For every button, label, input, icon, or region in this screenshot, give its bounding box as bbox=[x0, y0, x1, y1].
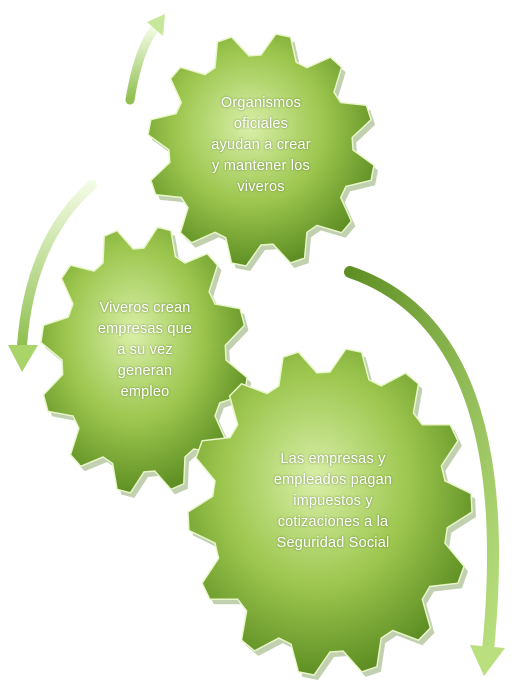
cycle-arrow-left bbox=[8, 180, 97, 372]
gear-top-line-5: viveros bbox=[237, 179, 285, 195]
gear-middle bbox=[40, 226, 252, 498]
gear-middle-body bbox=[40, 226, 248, 494]
gear-top-line-1: Organismos bbox=[220, 95, 302, 111]
gear-bottom-line-5: Seguridad Social bbox=[276, 535, 390, 551]
cycle-arrow-right bbox=[344, 266, 505, 676]
gear-bottom bbox=[187, 348, 476, 680]
gear-middle-line-2: empresas que bbox=[97, 321, 193, 337]
gear-middle-line-1: Viveros crean bbox=[99, 300, 191, 316]
gear-bottom-line-4: cotizaciones a la bbox=[277, 514, 389, 530]
gear-middle-text: Viveros crean empresas que a su vez gene… bbox=[80, 298, 210, 403]
gear-bottom-text: Las empresas y empleados pagan impuestos… bbox=[258, 449, 408, 554]
gear-middle-line-4: generan bbox=[117, 363, 173, 379]
gear-top bbox=[147, 33, 378, 271]
gear-top-text: Organismos oficiales ayudan a crear y ma… bbox=[196, 93, 326, 198]
gear-top-body bbox=[147, 33, 375, 267]
gear-middle-line-3: a su vez bbox=[117, 342, 173, 358]
gear-bottom-line-3: impuestos y bbox=[293, 493, 373, 509]
cycle-arrow-top bbox=[125, 14, 165, 105]
gear-top-line-4: y mantener los bbox=[212, 158, 310, 174]
gear-bottom-body bbox=[187, 348, 473, 676]
gear-top-line-3: ayudan a crear bbox=[211, 137, 311, 153]
gear-bottom-line-2: empleados pagan bbox=[273, 472, 393, 488]
gear-middle-line-5: empleo bbox=[120, 384, 170, 400]
gear-bottom-line-1: Las empresas y bbox=[280, 451, 386, 467]
gear-top-line-2: oficiales bbox=[233, 116, 289, 132]
